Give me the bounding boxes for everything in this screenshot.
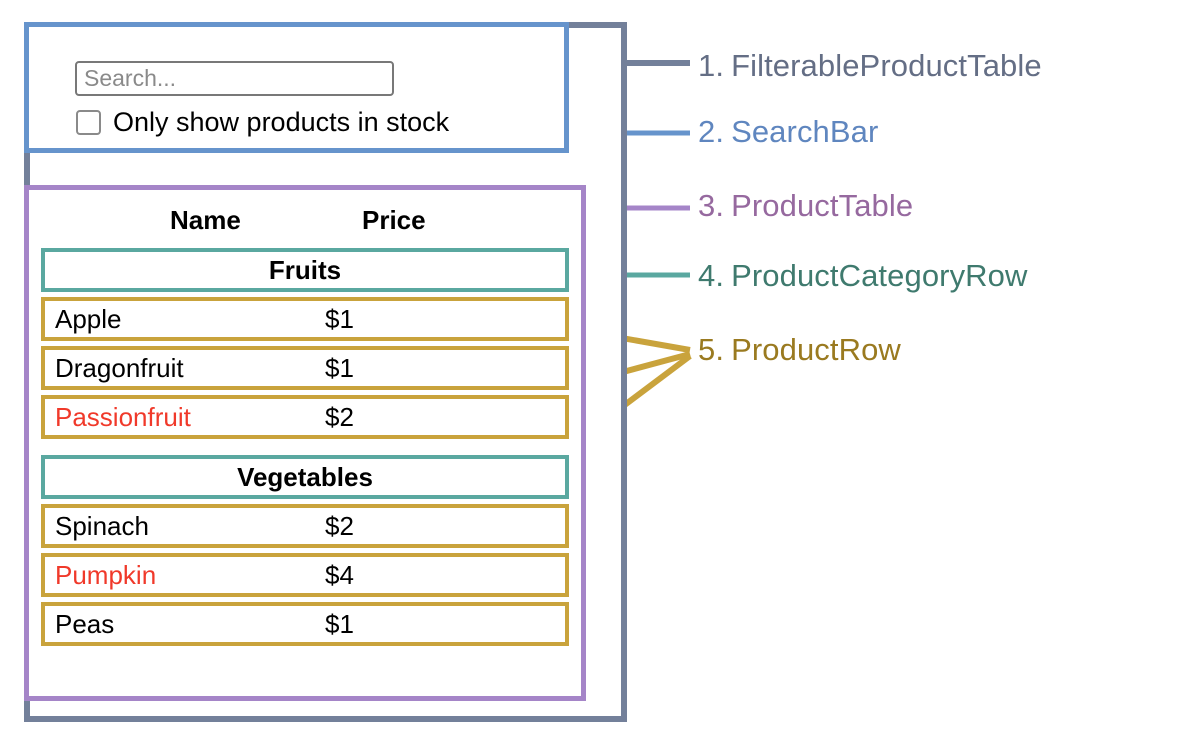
group-spacer [41,444,569,455]
only-in-stock-label: Only show products in stock [113,107,450,137]
legend-text: ProductCategoryRow [731,258,1028,293]
legend-text: ProductTable [731,188,914,223]
search-input[interactable] [75,61,394,96]
product-name: Dragonfruit [55,352,184,383]
only-in-stock-checkbox[interactable] [76,110,101,135]
product-row[interactable]: Spinach $2 [41,504,569,548]
legend-text: SearchBar [731,114,879,149]
product-price: $1 [325,303,354,334]
legend-item-product-row: 5.ProductRow [698,332,901,368]
legend-text: ProductRow [731,332,901,367]
search-bar-container: Only show products in stock [24,22,569,153]
legend-number: 4. [698,258,725,293]
product-row[interactable]: Apple $1 [41,297,569,341]
product-name: Peas [55,608,115,639]
legend-item-product-table: 3.ProductTable [698,188,913,224]
product-category-row: Vegetables [41,455,569,499]
legend-number: 5. [698,332,725,367]
product-name: Passionfruit [55,401,191,432]
product-name: Pumpkin [55,559,157,590]
product-price: $2 [325,510,354,541]
product-name: Spinach [55,510,149,541]
product-price: $2 [325,401,354,432]
legend-item-filterable-product-table: 1.FilterableProductTable [698,48,1042,84]
product-price: $1 [325,608,354,639]
product-name: Apple [55,303,122,334]
column-header-price: Price [362,204,426,235]
legend-number: 2. [698,114,725,149]
product-table-header-row: Name Price [29,200,581,240]
product-row[interactable]: Dragonfruit $1 [41,346,569,390]
product-category-row: Fruits [41,248,569,292]
product-row[interactable]: Peas $1 [41,602,569,646]
legend-number: 1. [698,48,725,83]
product-price: $4 [325,559,354,590]
legend-item-product-category-row: 4.ProductCategoryRow [698,258,1028,294]
product-row[interactable]: Pumpkin $4 [41,553,569,597]
product-price: $1 [325,352,354,383]
legend-text: FilterableProductTable [731,48,1042,83]
column-header-name: Name [170,204,241,235]
legend-number: 3. [698,188,725,223]
filterable-product-table-container: Only show products in stock Name Price F… [24,22,627,722]
product-table-container: Name Price Fruits Apple $1 Dragonfruit $… [24,185,586,701]
only-in-stock-row[interactable]: Only show products in stock [76,109,449,136]
legend-item-search-bar: 2.SearchBar [698,114,878,150]
product-rows-area: Fruits Apple $1 Dragonfruit $1 Passionfr… [41,248,569,651]
product-row[interactable]: Passionfruit $2 [41,395,569,439]
